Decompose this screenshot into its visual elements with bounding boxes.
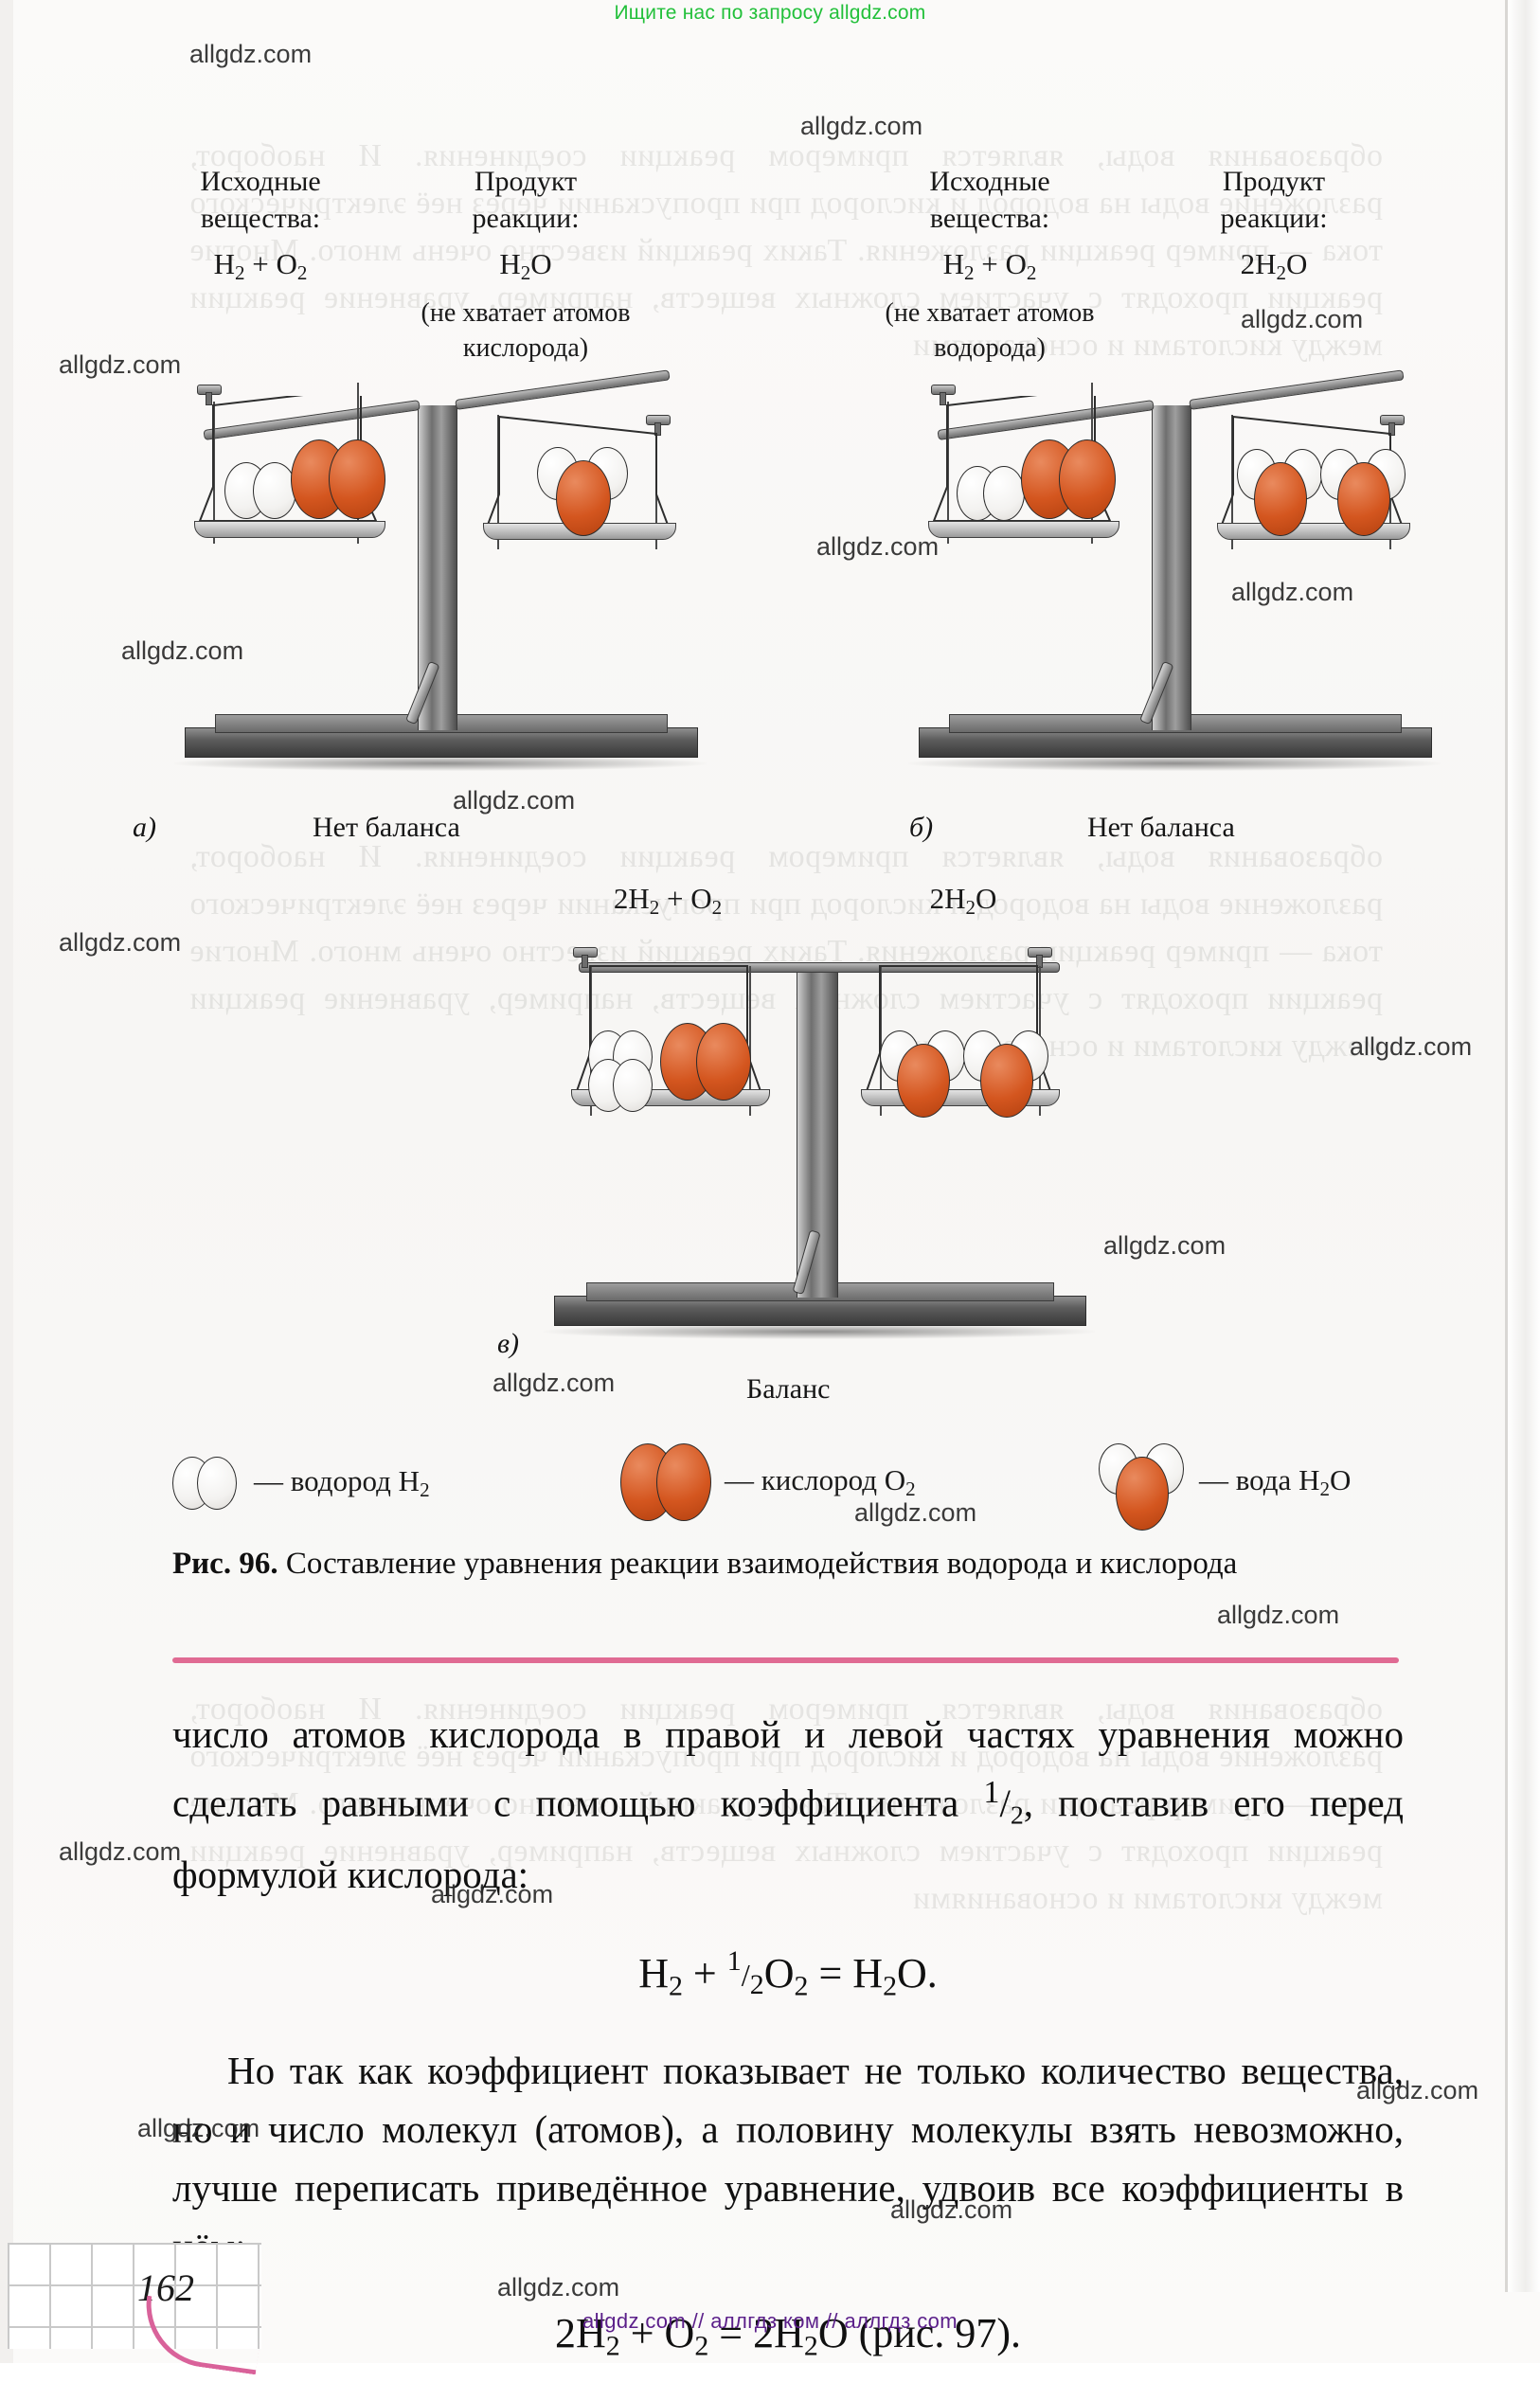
scale-a-right-wire-1	[497, 415, 499, 549]
panel-b-right-heading: Продукт реакции:	[1220, 166, 1328, 234]
page-edge-rule	[1505, 0, 1508, 2292]
page-edge-shade	[1508, 0, 1540, 2292]
grid-line	[8, 2284, 261, 2286]
watermark: allgdz.com	[854, 1498, 977, 1527]
scale-b-left-knob-stem	[940, 392, 946, 405]
watermark: allgdz.com	[1356, 2076, 1479, 2104]
scale-a-beam-right	[455, 369, 671, 410]
panel-a-status: Нет баланса	[313, 812, 460, 843]
equation-half-coefficient: H2 + 1/2O2 = H2O.	[638, 1945, 938, 2002]
watermark: allgdz.com	[1103, 1231, 1227, 1260]
grid-line	[216, 2243, 218, 2349]
figure-caption-text: Составление уравнения реакции взаимодейс…	[278, 1547, 1238, 1581]
body-text: число атомов кислорода в правой и левой …	[172, 1705, 1404, 2400]
balance-scale-v	[543, 938, 1096, 1339]
equation-doubled: 2H2 + O2 = 2H2O (рис. 97).	[555, 2309, 1021, 2362]
legend-label-oxygen: — кислород O2	[725, 1463, 916, 1500]
grid-line	[8, 2326, 261, 2328]
panel-b-label: б)	[909, 812, 934, 843]
page-number: 162	[137, 2266, 194, 2309]
scale-b-beam-right	[1189, 369, 1405, 410]
panel-a-right-formula: H2O	[499, 247, 552, 284]
scale-v-shadow	[543, 1324, 1096, 1339]
watermark: allgdz.com	[431, 1880, 554, 1908]
watermark: allgdz.com	[816, 532, 940, 561]
figure-caption: Рис. 96. Составление уравнения реакции в…	[172, 1542, 1385, 1585]
watermark: allgdz.com	[1231, 578, 1354, 606]
footer-links: allgdz com // аллгдз ком // аллгдз com	[582, 2309, 958, 2333]
scale-v-left-wire-2	[749, 966, 751, 1116]
scale-a-left-knob-stem	[206, 392, 212, 405]
grid-line	[258, 2243, 260, 2349]
grid-line	[8, 2243, 261, 2245]
watermark: allgdz.com	[189, 40, 313, 68]
watermark: allgdz.com	[492, 1369, 616, 1397]
oxygen-molecule-icon	[620, 1443, 711, 1521]
panel-v-status: Баланс	[746, 1373, 831, 1405]
paragraph-2: Но так как коэффициент показывает не тол…	[172, 2048, 1404, 2268]
scale-v-beam	[579, 962, 1060, 973]
hydrogen-molecule-icon	[172, 1457, 241, 1510]
panel-a-left-formula: H2 + O2	[213, 247, 308, 284]
legend-item-oxygen: — кислород O2	[620, 1443, 916, 1521]
watermark: allgdz.com	[1217, 1601, 1340, 1629]
panel-a-right-note: (не хватает атомов кислорода)	[421, 298, 631, 363]
panel-a-label: а)	[133, 812, 156, 843]
legend-label-water: — вода H2O	[1199, 1463, 1352, 1500]
figure-caption-number: Рис. 96.	[172, 1547, 278, 1581]
watermark: allgdz.com	[59, 928, 182, 957]
panel-v-left-formula: 2H2 + O2	[613, 882, 723, 919]
watermark: allgdz.com	[121, 636, 244, 665]
panel-b-left-heading: Исходные вещества:	[929, 166, 1050, 234]
panel-a-left-heading: Исходные вещества:	[200, 166, 321, 234]
panel-v-right-formula: 2H2O	[929, 882, 997, 919]
scale-v-column	[797, 966, 838, 1298]
scale-b-shadow	[908, 756, 1441, 771]
panel-b-left-formula: H2 + O2	[942, 247, 1037, 284]
panel-v-label: в)	[497, 1328, 520, 1359]
grid-line	[174, 2243, 176, 2349]
panel-b-left-note: (не хватает атомов водорода)	[885, 298, 1095, 363]
panel-b-status: Нет баланса	[1087, 812, 1235, 843]
balance-scale-b	[908, 369, 1441, 771]
panel-b-right-formula: 2H2O	[1240, 247, 1308, 284]
figure-divider-rule	[172, 1657, 1399, 1663]
watermark: allgdz.com	[497, 2273, 620, 2301]
watermark: allgdz.com	[800, 112, 923, 140]
water-molecule-icon	[1099, 1443, 1186, 1531]
watermark: allgdz.com	[453, 786, 576, 815]
legend-item-hydrogen: — водород H2	[172, 1457, 430, 1510]
watermark: allgdz.com	[59, 1837, 182, 1866]
watermark: allgdz.com	[890, 2195, 1013, 2224]
legend-label-hydrogen: — водород H2	[254, 1464, 430, 1501]
watermark: allgdz.com	[137, 2114, 260, 2142]
watermark: allgdz.com	[59, 350, 182, 379]
watermark: allgdz.com	[1350, 1032, 1473, 1061]
grid-line	[49, 2243, 51, 2349]
scale-v-left-knob-stem	[582, 955, 588, 968]
watermark: allgdz.com	[1241, 305, 1364, 333]
site-banner: Ищите нас по запросу allgdz.com	[614, 2, 926, 24]
scale-b-left-pan	[928, 521, 1119, 538]
scale-a-right-knob-stem	[654, 422, 661, 436]
scale-a-left-pan	[194, 521, 385, 538]
scale-a-shadow	[174, 756, 707, 771]
page-corner-grid	[8, 2243, 261, 2349]
scale-b-right-knob-stem	[1388, 422, 1395, 436]
balance-scale-a	[174, 369, 707, 771]
grid-line	[8, 2243, 9, 2349]
grid-line	[91, 2243, 93, 2349]
grid-line	[133, 2243, 134, 2349]
paragraph-1: число атомов кислорода в правой и левой …	[172, 1712, 1404, 1897]
panel-a-right-heading: Продукт реакции:	[472, 166, 580, 234]
figure-96: Исходные вещества: H2 + O2 Продукт реакц…	[0, 166, 1540, 1663]
scale-b-right-wire-1	[1231, 415, 1233, 549]
legend-item-water: — вода H2O	[1099, 1443, 1352, 1531]
figure-legend: — водород H2 — кислород O2 — вода H2O	[0, 1440, 1540, 1544]
